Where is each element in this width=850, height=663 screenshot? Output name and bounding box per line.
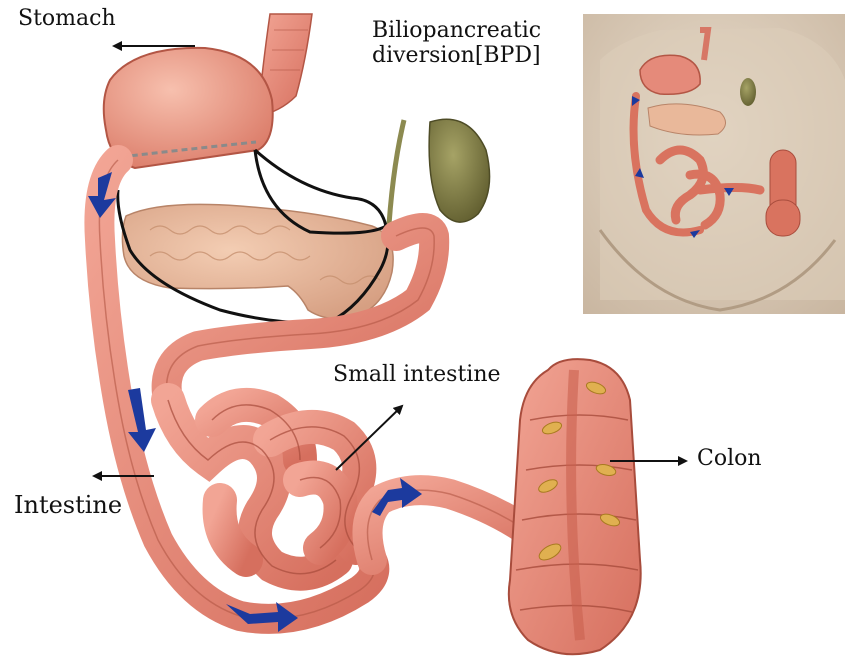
pancreas — [122, 204, 393, 319]
bpd-inset — [583, 14, 845, 314]
inset-colon — [766, 150, 800, 236]
label-bpd: Biliopancreatic diversion[BPD] — [372, 18, 541, 69]
label-stomach: Stomach — [18, 6, 116, 31]
inset-gallbladder — [740, 78, 756, 106]
small-intestine-loops — [168, 400, 359, 574]
gallbladder — [429, 119, 489, 222]
label-bpd-line2: diversion[BPD] — [372, 43, 541, 68]
label-small-intestine: Small intestine — [333, 362, 501, 387]
label-bpd-line1: Biliopancreatic — [372, 18, 541, 43]
inset-stomach — [640, 55, 700, 94]
label-intestine: Intestine — [14, 492, 122, 520]
colon — [509, 359, 641, 654]
label-colon: Colon — [697, 446, 762, 471]
